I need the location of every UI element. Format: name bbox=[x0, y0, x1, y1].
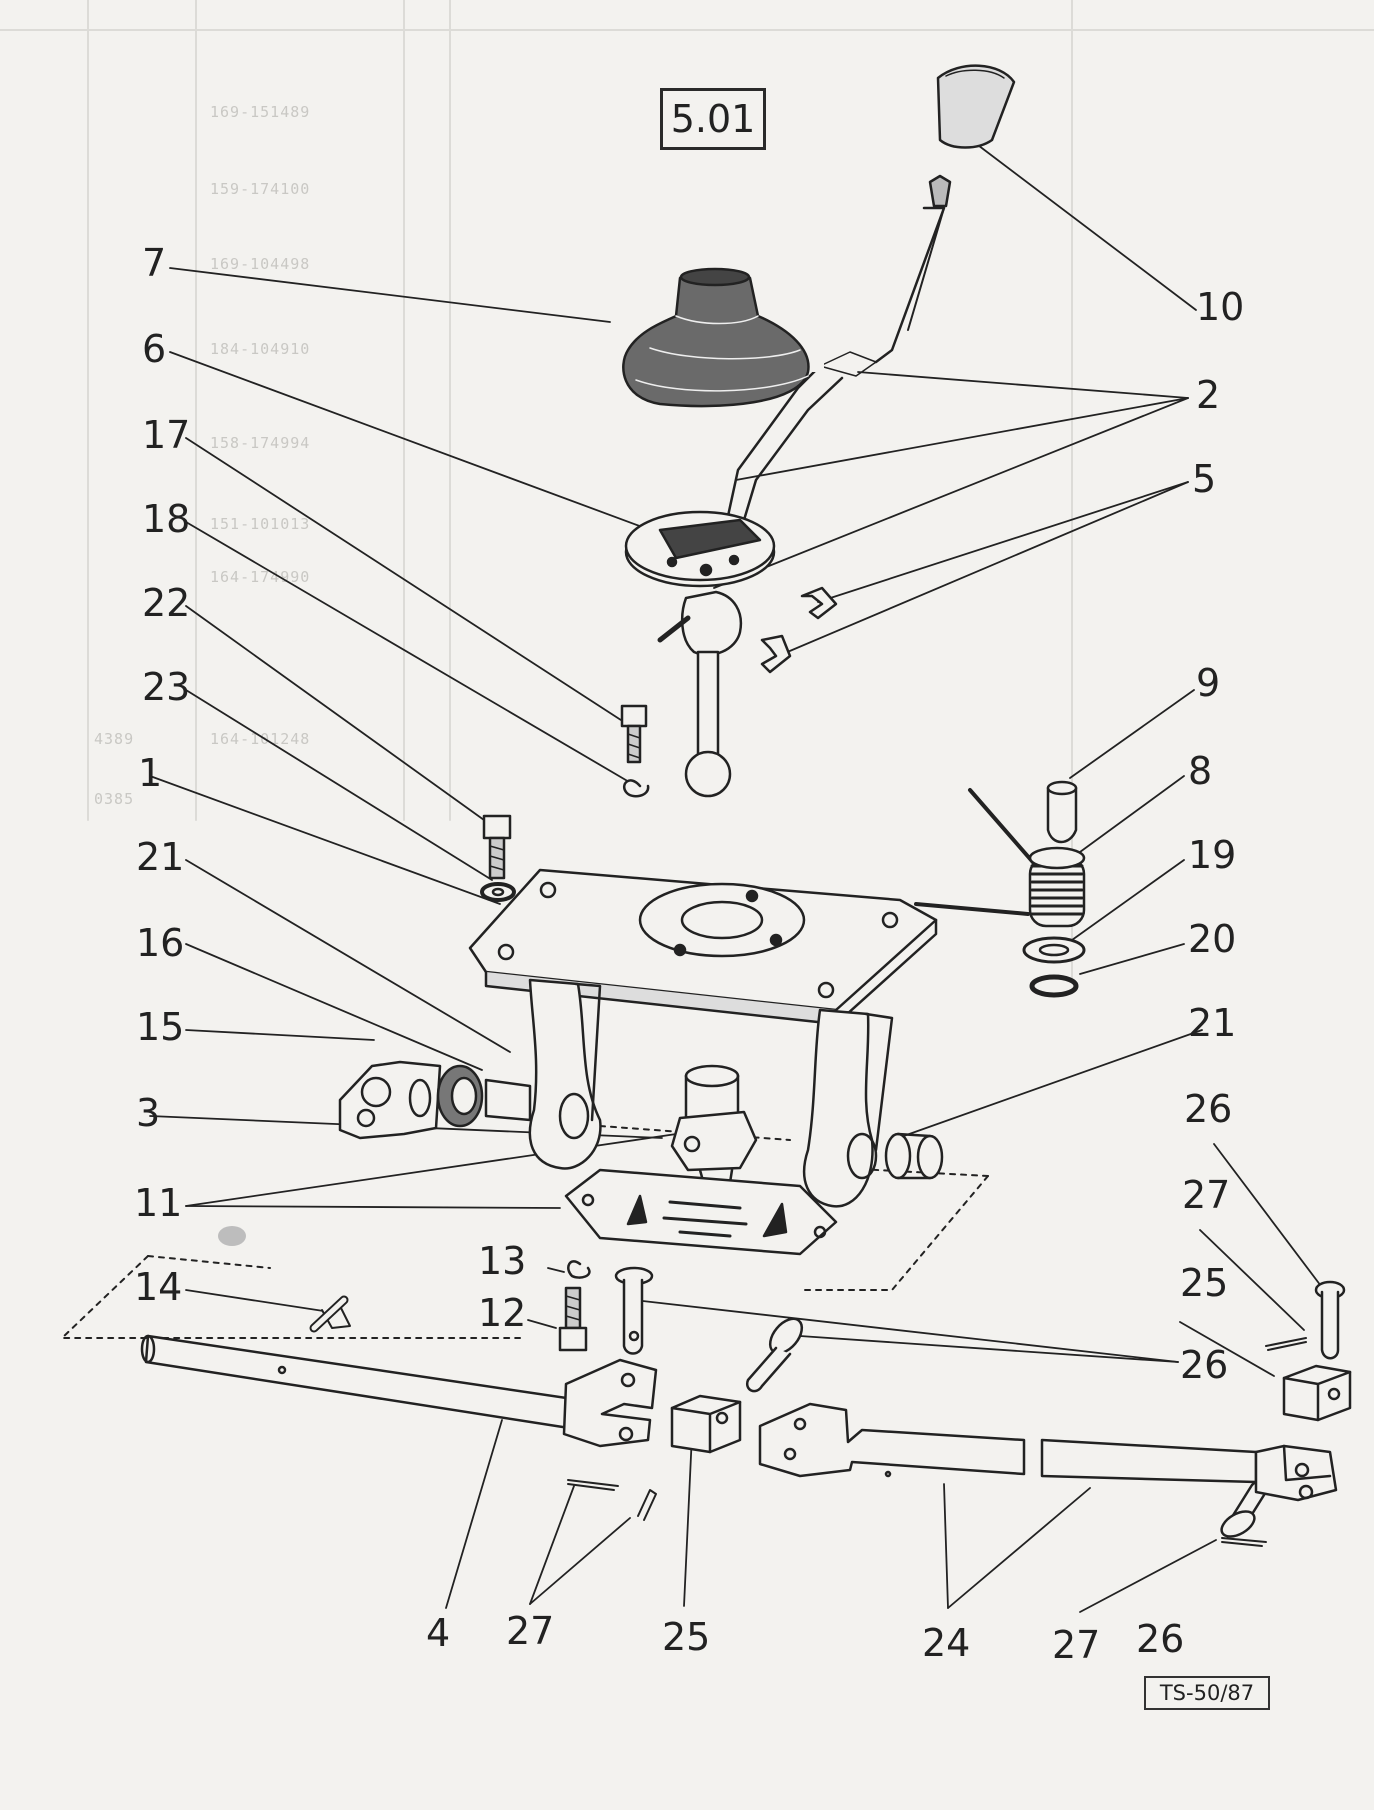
ghost-code: 184-104910 bbox=[210, 340, 311, 358]
pin-part-9 bbox=[1046, 780, 1078, 844]
leader-lines bbox=[149, 129, 1325, 1613]
bush-part-16 bbox=[436, 1064, 532, 1128]
callout-12: 12 bbox=[478, 1291, 527, 1335]
callout-25-right: 25 bbox=[1180, 1261, 1229, 1305]
callout-10: 10 bbox=[1196, 285, 1245, 329]
bracket-part-15 bbox=[338, 1060, 442, 1140]
washer-part-19 bbox=[1022, 936, 1086, 964]
ink-smudge bbox=[218, 1226, 246, 1246]
clevis-pin-part-26 bbox=[1220, 1481, 1267, 1538]
ghost-count: 0385 bbox=[94, 790, 135, 808]
washer-part-18 bbox=[623, 779, 650, 798]
drawing-reference-code: TS-50/87 bbox=[1144, 1676, 1270, 1710]
circlip-part-20 bbox=[1029, 974, 1079, 998]
callout-27-right: 27 bbox=[1182, 1173, 1231, 1217]
callout-16: 16 bbox=[136, 921, 185, 965]
ghost-code: 164-101248 bbox=[210, 730, 311, 748]
gate-plate-part-11 bbox=[564, 1168, 838, 1256]
gear-lever-part-2 bbox=[726, 174, 952, 522]
callout-26-right-top: 26 bbox=[1184, 1087, 1233, 1131]
ghost-code: 169-151489 bbox=[210, 103, 311, 121]
ghost-code: 158-174994 bbox=[210, 434, 311, 452]
block-part-25 bbox=[1282, 1364, 1352, 1422]
callout-20: 20 bbox=[1188, 917, 1237, 961]
ghost-code: 151-101013 bbox=[210, 515, 311, 533]
callout-19: 19 bbox=[1188, 833, 1237, 877]
gear-housing-part-1 bbox=[468, 868, 938, 1208]
spring-part-8 bbox=[914, 788, 1086, 928]
ghost-count: 4389 bbox=[94, 730, 135, 748]
callout-1: 1 bbox=[138, 751, 163, 795]
ghost-code: 169-104498 bbox=[210, 255, 311, 273]
roll-pin-part-14 bbox=[309, 1295, 349, 1333]
callout-27-bottom-left: 27 bbox=[506, 1609, 555, 1653]
callout-17: 17 bbox=[142, 413, 191, 457]
callout-26-right-mid: 26 bbox=[1180, 1343, 1229, 1387]
callout-6: 6 bbox=[142, 327, 167, 371]
block-part-25 bbox=[670, 1394, 742, 1454]
callout-4: 4 bbox=[426, 1611, 451, 1655]
callout-18: 18 bbox=[142, 497, 191, 541]
callout-11: 11 bbox=[134, 1181, 183, 1225]
bolt-part-12 bbox=[558, 1286, 588, 1352]
callout-14: 14 bbox=[134, 1265, 183, 1309]
washer-part-23 bbox=[480, 882, 516, 902]
callout-13: 13 bbox=[478, 1239, 527, 1283]
callout-15: 15 bbox=[136, 1005, 185, 1049]
gear-knob-part-10 bbox=[936, 64, 1016, 149]
callout-9: 9 bbox=[1196, 661, 1221, 705]
bolt-part-17 bbox=[620, 704, 648, 764]
bush-part-21 bbox=[884, 1132, 944, 1180]
callout-22: 22 bbox=[142, 581, 191, 625]
figure-number-label: 5.01 bbox=[660, 88, 766, 150]
ghost-code: 164-174990 bbox=[210, 568, 311, 586]
callout-8: 8 bbox=[1188, 749, 1213, 793]
callout-5: 5 bbox=[1192, 457, 1217, 501]
callout-23: 23 bbox=[142, 665, 191, 709]
retaining-plate-part-6 bbox=[624, 510, 776, 798]
callout-24: 24 bbox=[922, 1621, 971, 1665]
callout-3: 3 bbox=[136, 1091, 161, 1135]
clevis-pin-part-26 bbox=[745, 1317, 804, 1393]
clevis-pin-part-26 bbox=[1314, 1280, 1346, 1360]
bolt-part-22 bbox=[482, 814, 512, 880]
control-rod-part-24 bbox=[758, 1402, 1338, 1502]
callout-7: 7 bbox=[142, 241, 167, 285]
callout-27-bottom-right: 27 bbox=[1052, 1623, 1101, 1667]
callout-25-bottom: 25 bbox=[662, 1615, 711, 1659]
clip-part-13 bbox=[567, 1260, 591, 1279]
callout-21-left: 21 bbox=[136, 835, 185, 879]
clip-part-5 bbox=[760, 586, 838, 674]
ghost-code: 159-174100 bbox=[210, 180, 311, 198]
rubber-gaiter-part-7 bbox=[622, 267, 810, 408]
callout-21-right: 21 bbox=[1188, 1001, 1237, 1045]
callout-2: 2 bbox=[1196, 373, 1221, 417]
clevis-pin-part-26 bbox=[614, 1266, 654, 1355]
callout-26-bottom: 26 bbox=[1136, 1617, 1185, 1661]
selector-rod-part-4 bbox=[140, 1334, 658, 1448]
